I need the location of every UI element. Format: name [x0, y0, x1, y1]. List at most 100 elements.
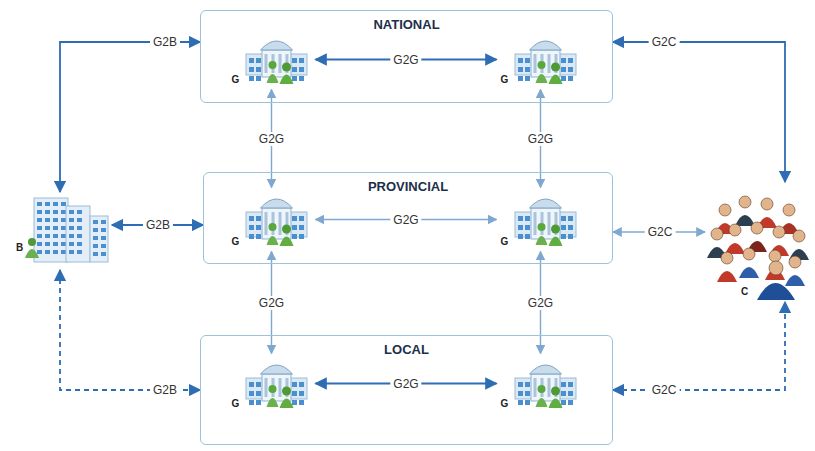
window [61, 234, 66, 238]
person-head [743, 248, 755, 260]
building-wing [246, 378, 264, 399]
person-head [28, 238, 36, 246]
window [37, 210, 42, 214]
person-head [793, 230, 805, 242]
person-head [769, 261, 783, 275]
level-band: GGPROVINCIAL [203, 172, 613, 264]
level-band: GGLOCAL [200, 335, 613, 445]
flow-label: G2C [649, 35, 680, 49]
window [525, 58, 530, 63]
actor-letter: B [14, 242, 25, 254]
building-wing [289, 54, 307, 75]
window [101, 236, 106, 240]
building-wing [558, 54, 576, 75]
building-body [531, 50, 560, 77]
government-icon: G [497, 30, 585, 90]
window [525, 391, 530, 396]
window [292, 382, 297, 387]
column [278, 212, 281, 235]
building-wing [558, 378, 576, 399]
column [533, 212, 536, 235]
person-body [535, 236, 547, 245]
flow-connector [540, 252, 541, 354]
window [292, 391, 297, 396]
building-body [531, 374, 560, 401]
window [292, 67, 297, 72]
window [61, 202, 66, 206]
window [568, 216, 573, 221]
window [37, 250, 42, 254]
window [53, 210, 58, 214]
building-body [262, 374, 291, 401]
window [561, 234, 566, 239]
window [525, 67, 530, 72]
person-body [739, 267, 759, 278]
government-icon: G [497, 354, 585, 414]
window [69, 226, 74, 230]
window [101, 228, 106, 232]
flow-connector [112, 224, 203, 226]
person-head [751, 222, 763, 234]
building-body [531, 208, 560, 239]
window [69, 250, 74, 254]
building-wing [289, 378, 307, 399]
window [45, 242, 50, 246]
window [525, 400, 530, 405]
person-body [266, 236, 278, 245]
column [278, 54, 281, 73]
actor-letter: G [230, 74, 242, 86]
business-illustration [12, 192, 112, 270]
person-body [717, 271, 737, 282]
window [37, 234, 42, 238]
window [69, 218, 74, 222]
window [61, 218, 66, 222]
flow-label: G2G [390, 53, 421, 67]
window [518, 76, 523, 81]
window [77, 250, 82, 254]
person-body [548, 236, 562, 246]
window [256, 400, 261, 405]
window [249, 67, 254, 72]
window [249, 216, 254, 221]
flow-connector [316, 219, 497, 220]
flow-label: G2G [390, 377, 421, 391]
window [561, 400, 566, 405]
flow-connector [316, 383, 497, 385]
window [518, 216, 523, 221]
government-icon: G [497, 188, 585, 252]
office-block [34, 198, 68, 262]
column [533, 378, 536, 397]
person-body [535, 74, 547, 83]
window [77, 210, 82, 214]
government-icon: G [228, 354, 316, 414]
flow-connector [60, 270, 200, 390]
building-wing [515, 378, 533, 399]
building-dome [529, 199, 561, 208]
flow-label: G2G [390, 213, 421, 227]
window [561, 391, 566, 396]
building-body [262, 50, 291, 77]
window [53, 234, 58, 238]
window [292, 225, 297, 230]
window [45, 202, 50, 206]
window [37, 202, 42, 206]
person-head [739, 196, 751, 208]
window [256, 234, 261, 239]
window [69, 234, 74, 238]
person-body [266, 398, 278, 407]
flow-label: G2C [645, 225, 676, 239]
column [547, 212, 550, 235]
level-title: NATIONAL [201, 17, 612, 32]
person-head [551, 386, 560, 395]
person-head [282, 386, 291, 395]
window [299, 225, 304, 230]
window [299, 76, 304, 81]
actor-letter: G [499, 398, 511, 410]
person-body [548, 398, 562, 408]
column [264, 378, 267, 397]
window [61, 226, 66, 230]
flow-connector [613, 231, 705, 232]
window [37, 218, 42, 222]
flow-connector [60, 42, 200, 192]
